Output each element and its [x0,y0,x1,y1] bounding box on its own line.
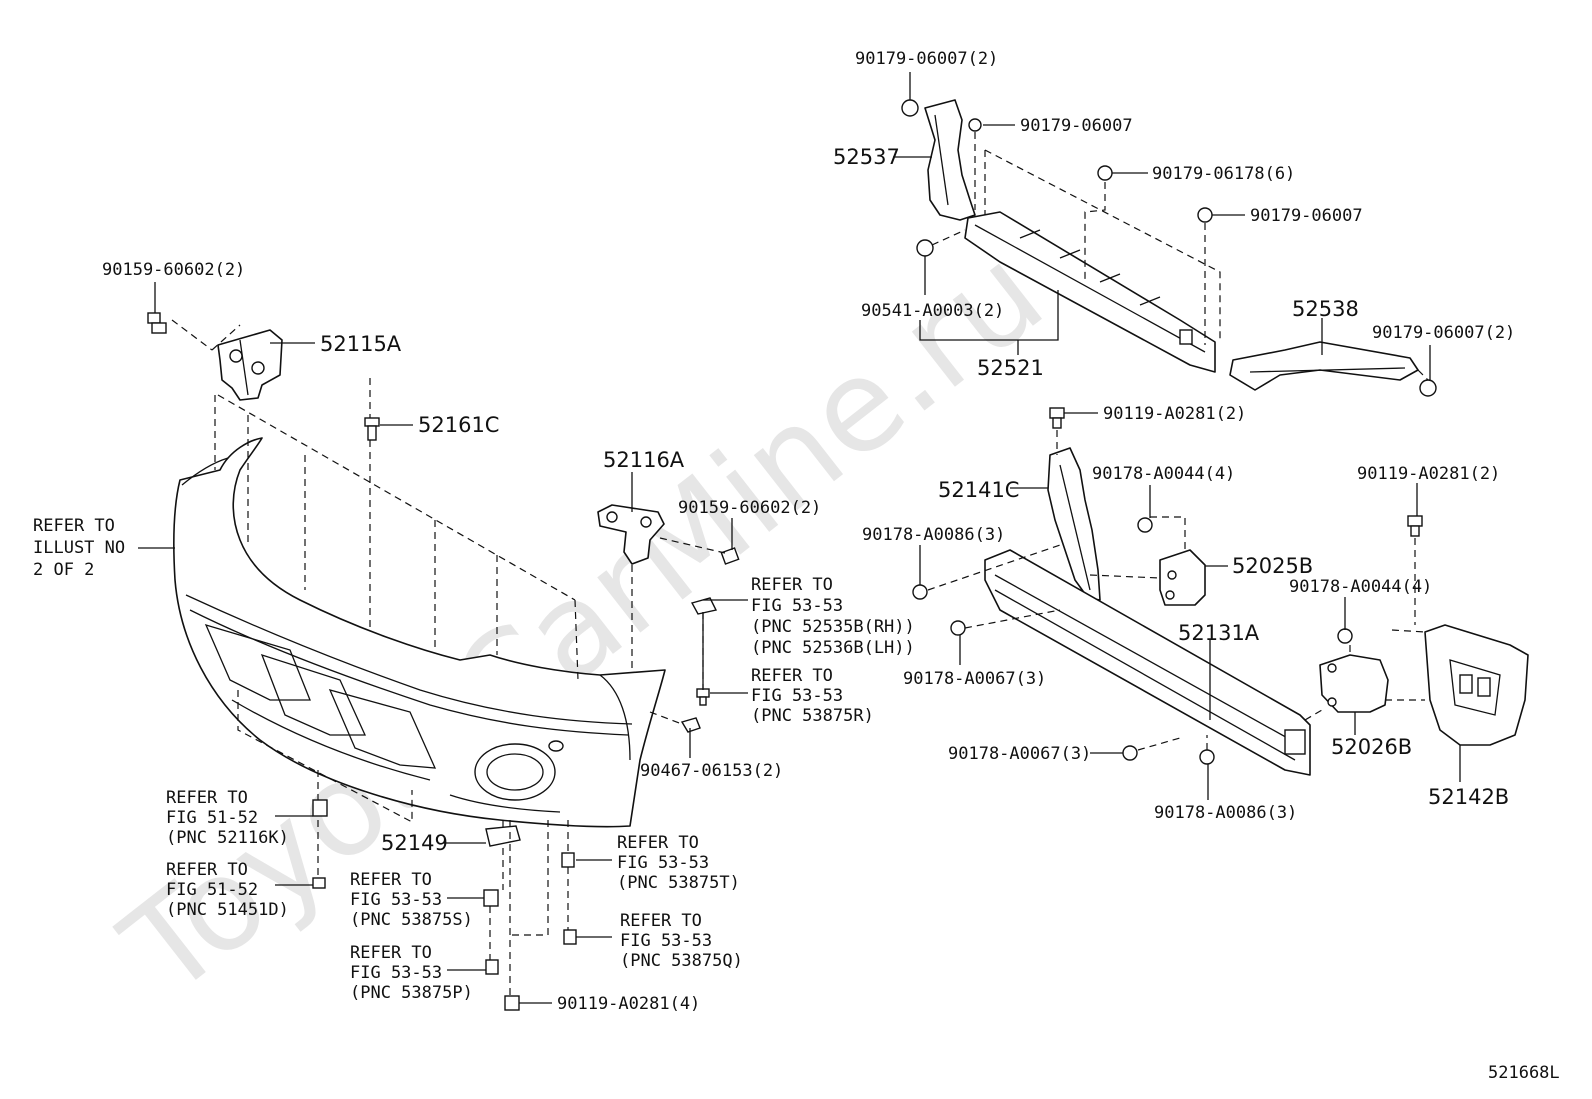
fasteners-bumper [312,597,718,1011]
label-90178-A0067-b: 90178-A0067(3) [948,744,1091,764]
assembly-lines-lower-right [927,430,1426,751]
label-52521: 52521 [977,356,1044,380]
label-52537: 52537 [833,145,900,169]
label-90179-06007-2-top: 90179-06007(2) [855,49,998,69]
note-refer-52116K: REFER TO FIG 51-52 (PNC 52116K) [166,788,289,848]
nuts-lower-right [912,407,1423,765]
label-90467-06153: 90467-06153(2) [640,761,783,781]
label-90179-06007-a: 90179-06007 [1020,116,1133,136]
label-52026B: 52026B [1331,735,1412,759]
label-90159-60602-a: 90159-60602(2) [102,260,245,280]
label-52142B: 52142B [1428,785,1509,809]
label-90541-A0003: 90541-A0003(2) [861,301,1004,321]
note-refer-53875Q: REFER TO FIG 53-53 (PNC 53875Q) [620,911,743,971]
part-52538 [1229,341,1419,391]
part-52521 [964,211,1216,373]
bumper-cover [173,437,666,828]
part-52116A [597,504,665,565]
assembly-lines-left [171,319,726,996]
label-90119-A0281-b: 90119-A0281(2) [1357,464,1500,484]
note-refer-53875S: REFER TO FIG 53-53 (PNC 53875S) [350,870,473,930]
label-90119-A0281-a: 90119-A0281(2) [1103,404,1246,424]
label-90178-A0044-b: 90178-A0044(4) [1289,577,1432,597]
label-90179-06007-2-right: 90179-06007(2) [1372,323,1515,343]
note-refer-53875T: REFER TO FIG 53-53 (PNC 53875T) [617,833,740,893]
note-refer-53875P: REFER TO FIG 53-53 (PNC 53875P) [350,943,473,1003]
label-52141C: 52141C [938,478,1019,502]
label-52025B: 52025B [1232,554,1313,578]
clip-52161C [364,417,380,441]
label-52116A: 52116A [603,448,685,472]
part-52025B [1159,549,1206,606]
part-52131A [984,549,1311,776]
label-90178-A0086-b: 90178-A0086(3) [1154,803,1297,823]
label-90178-A0044-a: 90178-A0044(4) [1092,464,1235,484]
label-52115A: 52115A [320,332,402,356]
bolt-90159-60602-a [147,312,167,334]
note-refer-illust: REFER TO ILLUST NO 2 OF 2 [33,516,135,580]
part-52141C [1047,447,1101,601]
part-52115A [217,329,283,401]
label-90119-A0281-c: 90119-A0281(4) [557,994,700,1014]
label-52538: 52538 [1292,297,1359,321]
note-refer-53875R: REFER TO FIG 53-53 (PNC 53875R) [751,666,874,726]
nuts-upper-right [901,99,1437,397]
assembly-lines-upper-right [931,132,1429,381]
label-90179-06178: 90179-06178(6) [1152,164,1295,184]
note-refer-51451D: REFER TO FIG 51-52 (PNC 51451D) [166,860,289,920]
label-90159-60602-b: 90159-60602(2) [678,498,821,518]
label-90178-A0086-a: 90178-A0086(3) [862,525,1005,545]
part-52026B [1319,654,1389,713]
label-52149: 52149 [381,831,448,855]
part-52537 [924,99,976,221]
part-52142B [1424,624,1529,746]
label-90179-06007-b: 90179-06007 [1250,206,1363,226]
label-52131A: 52131A [1178,621,1260,645]
callout-labels: 90179-06007(2) 90179-06007 52537 90179-0… [33,49,1560,1083]
label-90178-A0067-a: 90178-A0067(3) [903,669,1046,689]
label-52161C: 52161C [418,413,499,437]
note-refer-52535B: REFER TO FIG 53-53 (PNC 52535B(RH)) (PNC… [751,575,925,658]
leader-lines [138,72,1461,1004]
figure-code: 521668L [1488,1063,1560,1083]
bolt-90159-60602-b [720,547,740,565]
